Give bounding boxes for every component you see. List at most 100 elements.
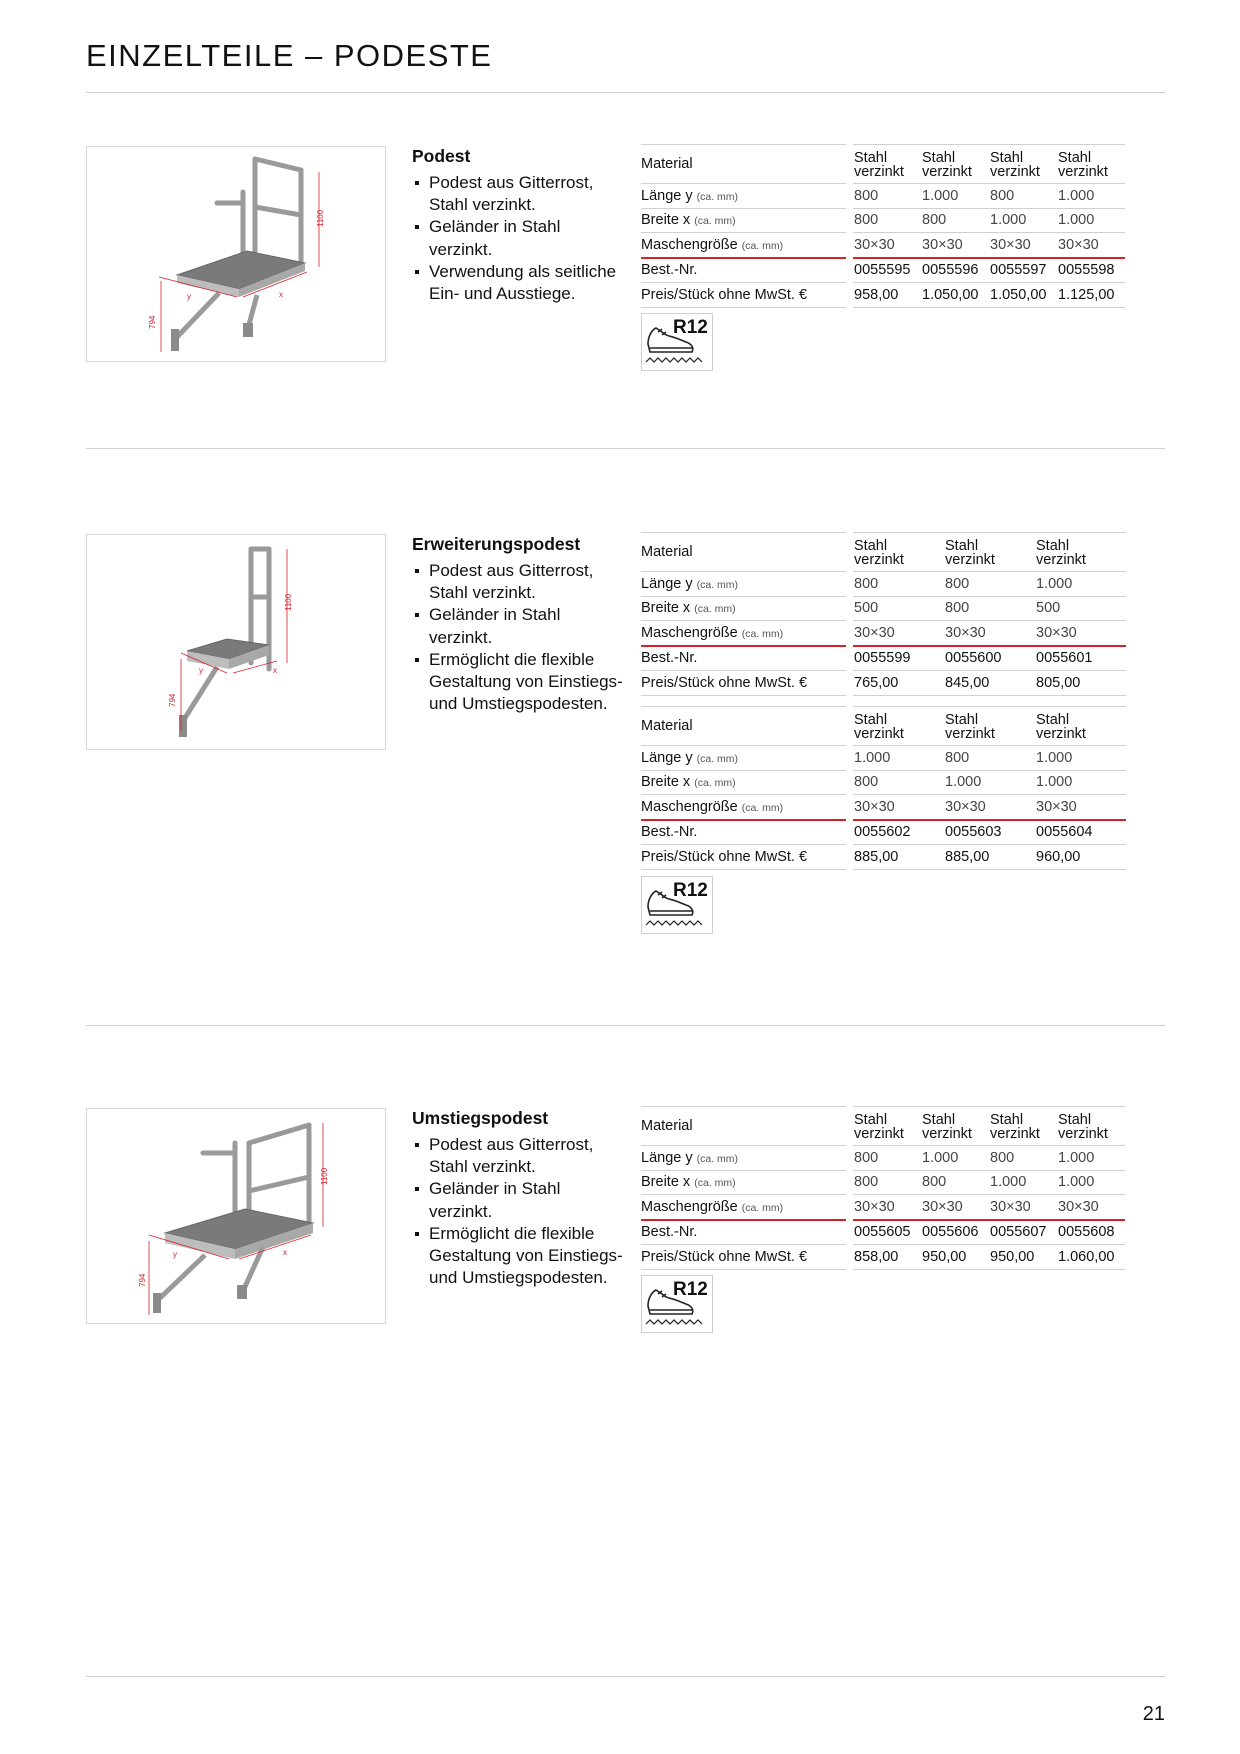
product-title: Podest [412,146,471,166]
bestnr-cell: 0055608 [1057,1219,1125,1245]
row-label-masche: Maschengröße (ca. mm) [641,794,846,821]
badge-label: R12 [673,880,708,901]
masche-cell: 30×30 [853,620,944,647]
masche-cell: 30×30 [989,232,1057,259]
page-title: EINZELTEILE – PODESTE [86,38,493,73]
preis-cell: 1.125,00 [1057,282,1125,308]
bullet-item: Podest aus Gitterrost, Stahl verzinkt. [412,560,627,604]
bestnr-cell: 0055596 [921,257,989,283]
bullet-list: Podest aus Gitterrost, Stahl verzinkt. G… [412,172,627,305]
laenge-cell: 1.000 [921,183,989,209]
masche-cell: 30×30 [921,1194,989,1221]
preis-cell: 765,00 [853,670,944,696]
bestnr-cell: 0055597 [989,257,1057,283]
preis-cell: 805,00 [1035,670,1126,696]
row-label-preis: Preis/Stück ohne MwSt. € [641,282,846,308]
laenge-cell: 800 [944,571,1035,597]
preis-cell: 1.050,00 [989,282,1057,308]
breite-cell: 1.000 [989,1170,1057,1195]
preis-cell: 950,00 [989,1244,1057,1270]
masche-cell: 30×30 [989,1194,1057,1221]
section-divider [86,1025,1165,1026]
laenge-cell: 1.000 [1035,571,1126,597]
breite-cell: 800 [921,1170,989,1195]
badge-label: R12 [673,317,708,338]
bullet-item: Geländer in Stahl verzinkt. [412,1178,627,1222]
depth-label: 794 [168,693,177,707]
row-label-masche: Maschengröße (ca. mm) [641,620,846,647]
badge-label: R12 [673,1279,708,1300]
page-number: 21 [1142,1703,1165,1725]
row-label-laenge: Länge y (ca. mm) [641,183,846,209]
bestnr-cell: 0055598 [1057,257,1125,283]
row-label-material: Material [641,144,846,184]
row-label-laenge: Länge y (ca. mm) [641,571,846,597]
bestnr-cell: 0055599 [853,645,944,671]
r12-badge: R12 [641,876,713,934]
footer-divider [86,1676,1165,1677]
depth-label: 794 [138,1273,147,1287]
masche-cell: 30×30 [1057,232,1125,259]
laenge-cell: 800 [853,183,921,209]
preis-cell: 885,00 [853,844,944,870]
section-divider [86,448,1165,449]
breite-cell: 800 [853,770,944,795]
preis-cell: 958,00 [853,282,921,308]
y-label: y [187,292,191,301]
height-label: 1100 [320,1167,329,1185]
bestnr-cell: 0055601 [1035,645,1126,671]
laenge-cell: 800 [944,745,1035,771]
laenge-cell: 800 [989,1145,1057,1171]
header-divider [86,92,1165,93]
masche-cell: 30×30 [944,620,1035,647]
x-label: x [279,290,283,299]
y-label: y [199,666,203,675]
laenge-cell: 1.000 [1057,1145,1125,1171]
breite-cell: 800 [921,208,989,233]
bullet-item: Ermöglicht die flexible Gestaltung von E… [412,649,627,716]
preis-cell: 960,00 [1035,844,1126,870]
height-label: 1100 [284,593,293,611]
row-label-bestnr: Best.-Nr. [641,257,846,283]
row-label-bestnr: Best.-Nr. [641,1219,846,1245]
row-label-masche: Maschengröße (ca. mm) [641,1194,846,1221]
umstiegspodest-drawing: 1100 794 y x [86,1108,386,1324]
bestnr-cell: 0055603 [944,819,1035,845]
row-label-material: Material [641,1106,846,1146]
product-description: Podest Podest aus Gitterrost, Stahl verz… [412,146,627,305]
masche-cell: 30×30 [1035,620,1126,647]
masche-cell: 30×30 [1035,794,1126,821]
bullet-item: Geländer in Stahl verzinkt. [412,604,627,648]
breite-cell: 800 [853,208,921,233]
laenge-cell: 800 [853,571,944,597]
x-label: x [283,1248,287,1257]
product-title: Erweiterungspodest [412,534,581,554]
r12-badge: R12 [641,1275,713,1333]
bullet-item: Podest aus Gitterrost, Stahl verzinkt. [412,1134,627,1178]
product-title: Umstiegspodest [412,1108,549,1128]
x-label: x [273,666,277,675]
bestnr-cell: 0055602 [853,819,944,845]
y-label: y [173,1250,177,1259]
masche-cell: 30×30 [1057,1194,1125,1221]
row-label-breite: Breite x (ca. mm) [641,208,846,233]
bullet-item: Verwendung als seitliche Ein- und Aussti… [412,261,627,305]
row-label-bestnr: Best.-Nr. [641,819,846,845]
row-label-bestnr: Best.-Nr. [641,645,846,671]
row-label-laenge: Länge y (ca. mm) [641,1145,846,1171]
laenge-cell: 1.000 [921,1145,989,1171]
breite-cell: 800 [853,1170,921,1195]
